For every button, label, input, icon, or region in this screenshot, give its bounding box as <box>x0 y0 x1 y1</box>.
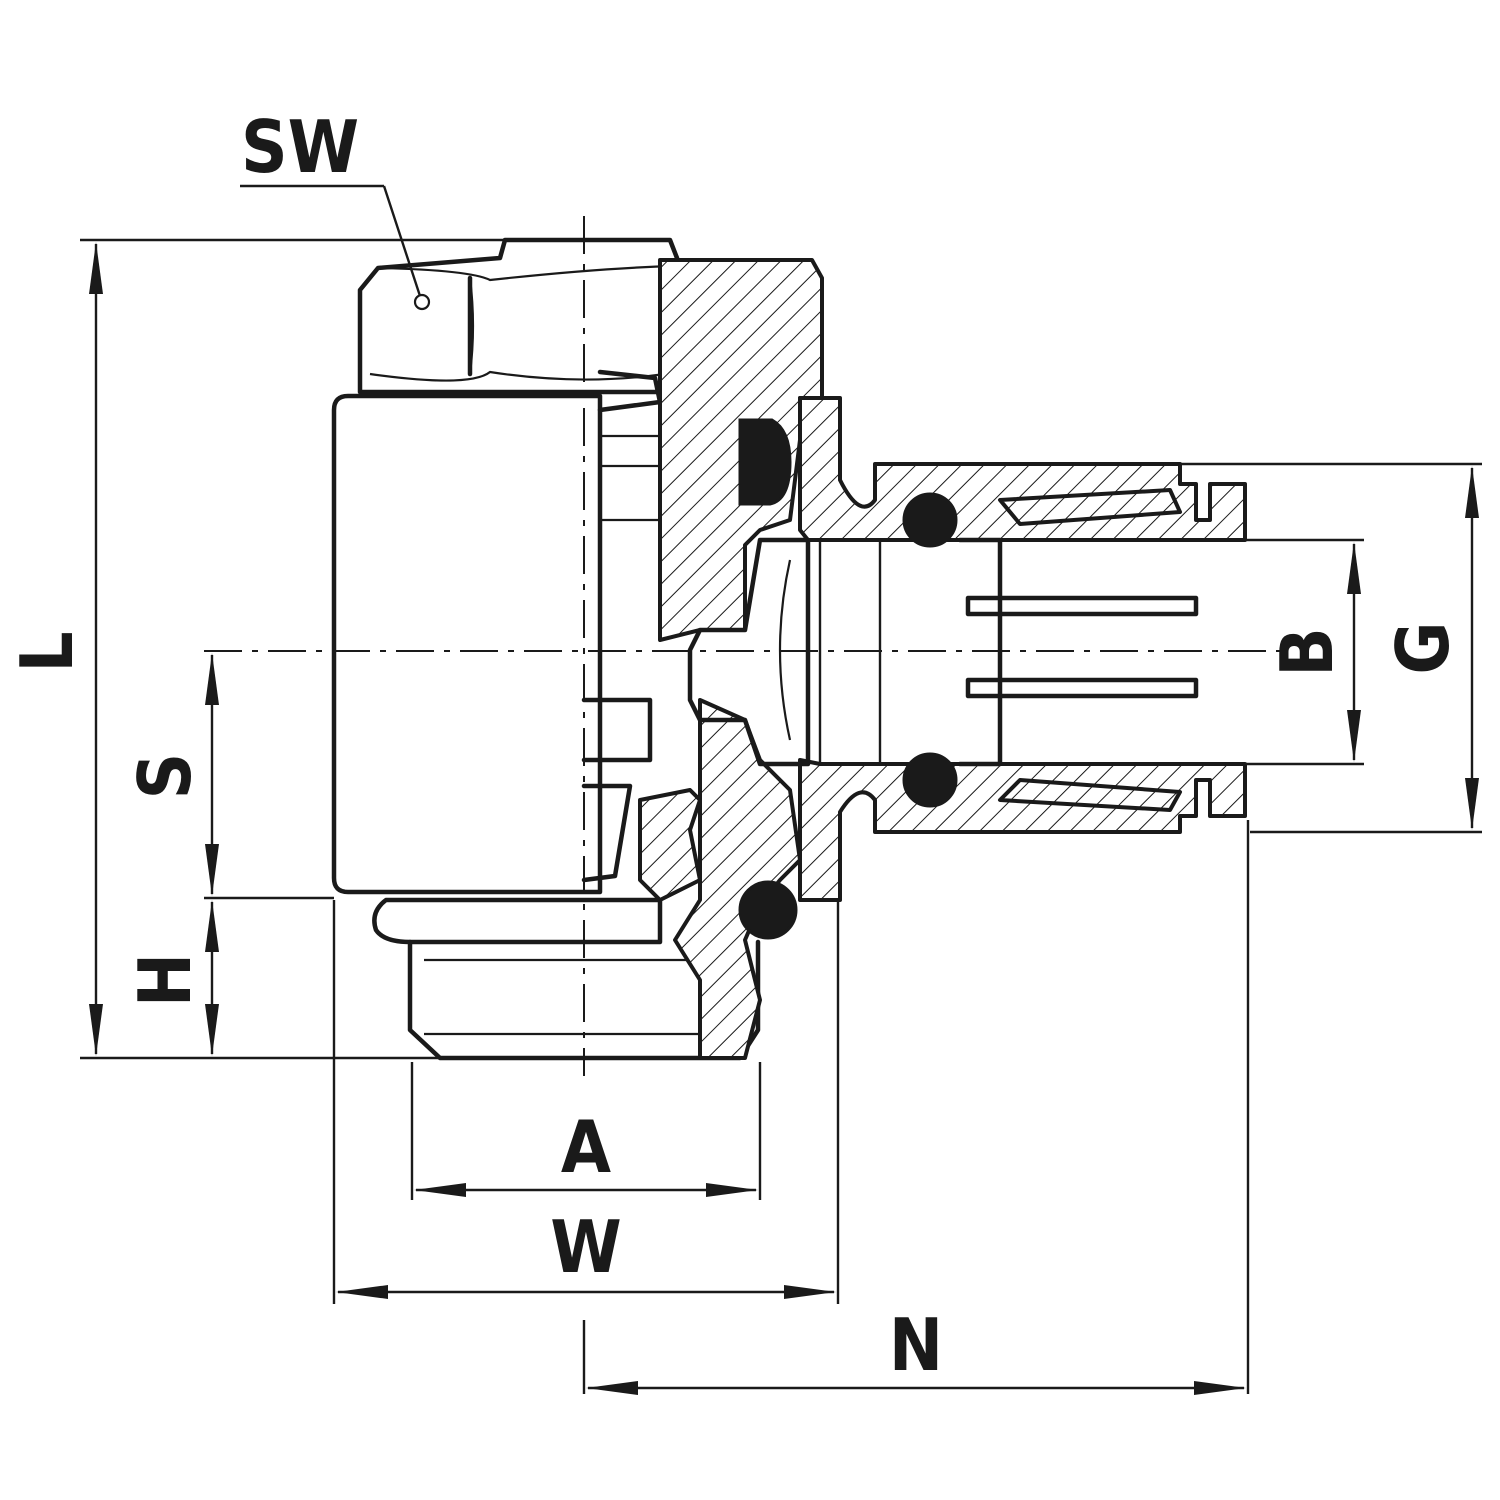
swivel-body <box>331 369 663 895</box>
dimension-b <box>1180 538 1364 766</box>
label-l: L <box>5 631 89 672</box>
dimension-g <box>1180 462 1482 834</box>
label-w: W <box>550 1205 621 1289</box>
dimension-w <box>332 900 840 1304</box>
label-g: G <box>1381 621 1465 674</box>
label-sw: SW <box>241 105 359 189</box>
label-a: A <box>561 1105 611 1189</box>
dimension-a <box>410 1062 762 1200</box>
dimension-n <box>582 820 1250 1395</box>
dimension-l <box>80 238 505 1060</box>
dimension-h <box>205 900 219 1056</box>
dimension-s <box>204 653 334 900</box>
label-b: B <box>1265 627 1349 676</box>
hex-nut <box>357 237 680 395</box>
housing-section <box>638 258 824 1060</box>
label-n: N <box>889 1303 943 1387</box>
o-rings <box>738 418 958 940</box>
sw-reference-dot <box>413 293 431 311</box>
label-s: S <box>123 753 207 800</box>
label-h: H <box>123 953 207 1007</box>
